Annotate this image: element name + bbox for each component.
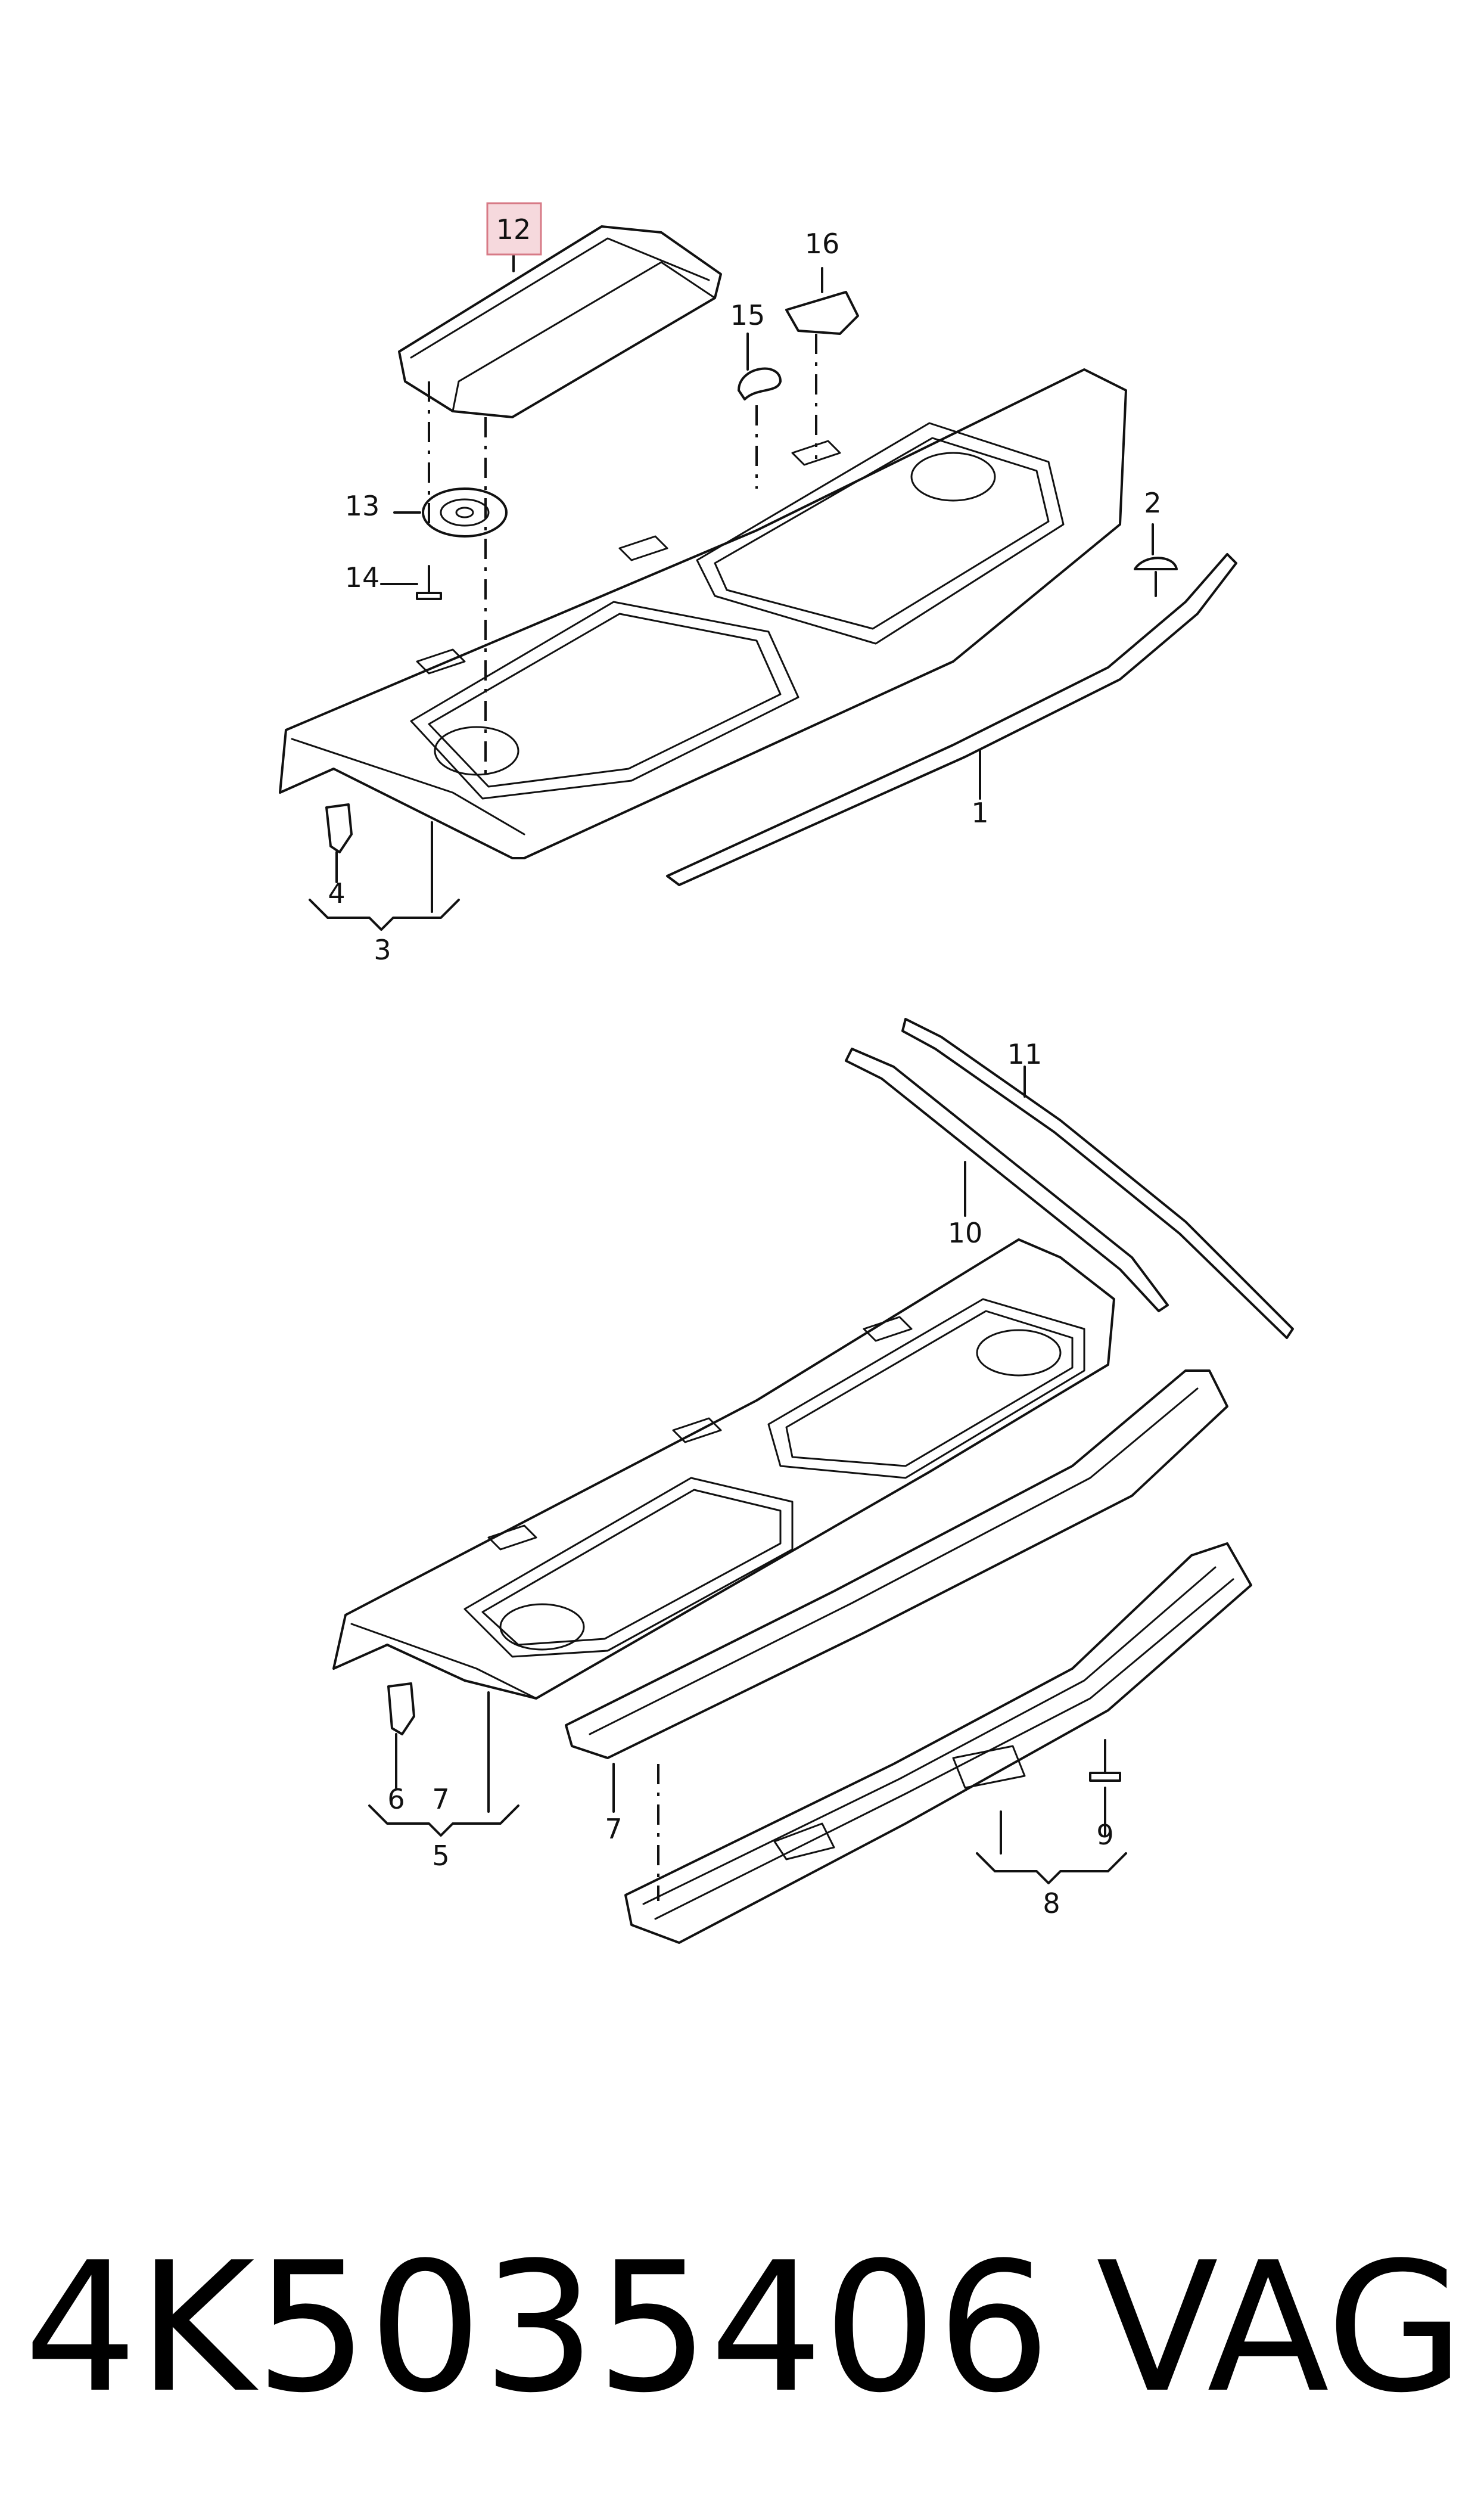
brand-label: VAG <box>1096 2224 1464 2432</box>
callout-16: 16 <box>805 228 840 260</box>
bracket-part-4 <box>325 803 353 853</box>
callout-14: 14 <box>345 561 380 594</box>
rear-shelf-bottom <box>332 1238 1115 1700</box>
callout-3: 3 <box>374 934 391 966</box>
screw-part-14 <box>416 565 442 600</box>
cover-part-12 <box>398 225 722 418</box>
bracket-part-6 <box>387 1682 415 1735</box>
trim-strip-part-10 <box>845 1048 1169 1312</box>
top-assembly <box>279 225 1237 931</box>
callout-2: 2 <box>1144 487 1161 519</box>
rear-shelf-top <box>279 368 1127 859</box>
callout-11: 11 <box>1007 1038 1043 1070</box>
trim-strip-1 <box>666 553 1237 886</box>
callout-13: 13 <box>345 490 380 522</box>
highlight-box-12 <box>486 202 542 256</box>
callout-10: 10 <box>948 1217 983 1249</box>
callout-15: 15 <box>730 299 766 331</box>
part-number: 4K5035406 <box>24 2224 1051 2432</box>
callout-1: 1 <box>971 797 988 829</box>
callout-6: 6 <box>387 1783 405 1815</box>
callout-7-shelf: 7 <box>432 1783 449 1815</box>
speaker-part-13 <box>422 487 508 538</box>
callout-5: 5 <box>432 1840 449 1872</box>
callout-8: 8 <box>1043 1887 1060 1919</box>
screw-part-9 <box>1089 1739 1121 1782</box>
roller-cover-part-7 <box>565 1369 1228 1759</box>
callout-4: 4 <box>328 877 345 909</box>
callout-7-cover: 7 <box>605 1813 622 1845</box>
callout-9: 9 <box>1096 1819 1113 1851</box>
bottom-assembly <box>332 1018 1294 1944</box>
trim-strip-part-11 <box>901 1018 1294 1339</box>
plug-part-2 <box>1134 557 1178 597</box>
blind-mechanism-part-8 <box>624 1542 1252 1944</box>
cap-part-16 <box>785 291 859 335</box>
clip-part-15 <box>738 367 782 400</box>
callout-12: 12 <box>496 213 531 246</box>
